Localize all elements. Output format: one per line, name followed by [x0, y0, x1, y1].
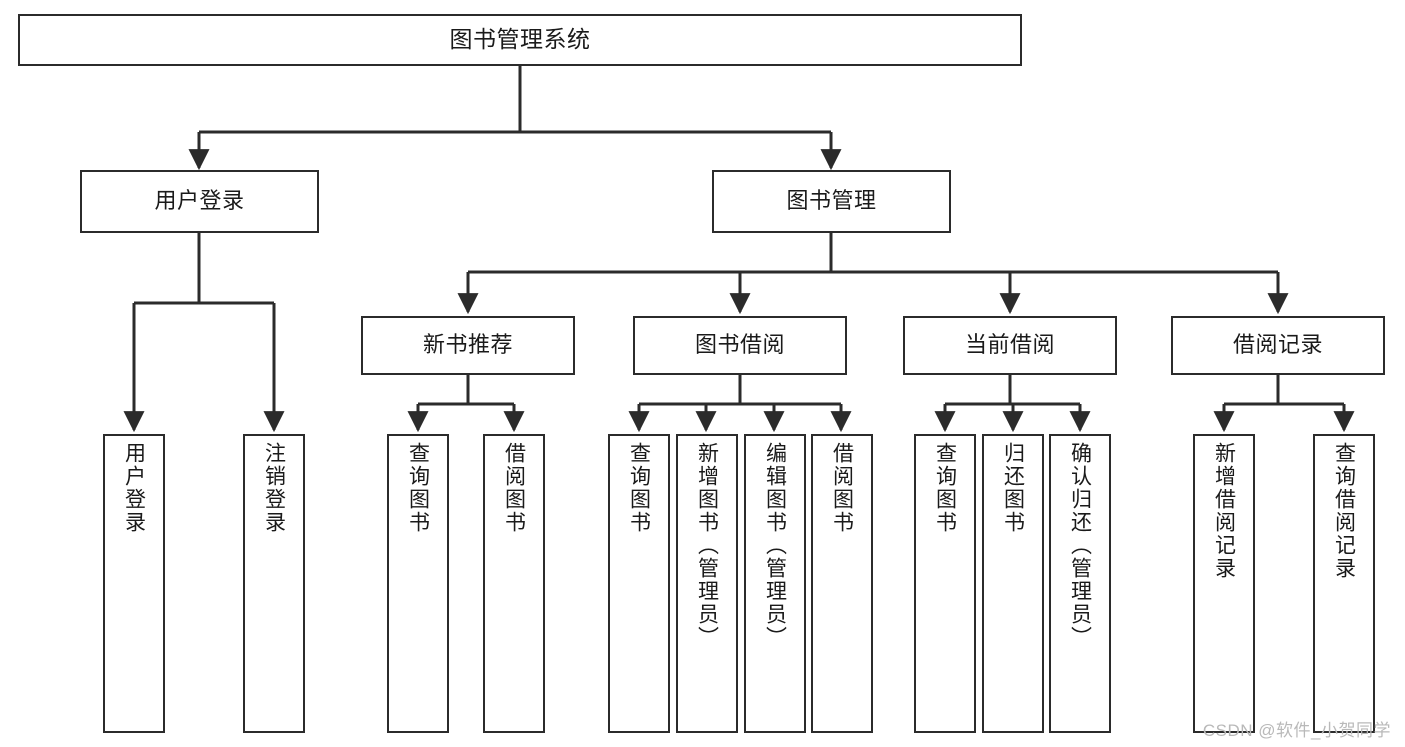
- node-label: 新书推荐: [422, 332, 513, 358]
- leaf-borrow-book[interactable]: 借阅图书: [811, 434, 873, 733]
- node-label: 编辑图书（管理员）: [763, 442, 787, 649]
- node-label: 新增图书（管理员）: [695, 442, 719, 649]
- node-label: 借阅图书: [502, 442, 526, 534]
- csdn-watermark: CSDN @软件_小贺同学: [1202, 721, 1391, 740]
- leaf-borrow-book-recommend[interactable]: 借阅图书: [483, 434, 545, 733]
- node-root-book-management-system[interactable]: 图书管理系统: [18, 14, 1022, 66]
- node-label: 图书借阅: [694, 332, 785, 358]
- leaf-logout[interactable]: 注销登录: [243, 434, 305, 733]
- leaf-return-book[interactable]: 归还图书: [982, 434, 1044, 733]
- node-label: 查询图书: [933, 442, 957, 534]
- leaf-edit-book-admin[interactable]: 编辑图书（管理员）: [744, 434, 806, 733]
- node-book-management[interactable]: 图书管理: [712, 170, 951, 233]
- node-label: 用户登录: [122, 442, 146, 534]
- node-new-book-recommend[interactable]: 新书推荐: [361, 316, 575, 375]
- node-label: 查询图书: [627, 442, 651, 534]
- leaf-query-borrow-record[interactable]: 查询借阅记录: [1313, 434, 1375, 733]
- node-label: 归还图书: [1001, 442, 1025, 534]
- leaf-query-book-recommend[interactable]: 查询图书: [387, 434, 449, 733]
- node-label: 图书管理系统: [449, 26, 591, 53]
- leaf-add-borrow-record[interactable]: 新增借阅记录: [1193, 434, 1255, 733]
- leaf-add-book-admin[interactable]: 新增图书（管理员）: [676, 434, 738, 733]
- leaf-user-login[interactable]: 用户登录: [103, 434, 165, 733]
- node-label: 当前借阅: [964, 332, 1055, 358]
- node-label: 借阅图书: [830, 442, 854, 534]
- node-current-borrow[interactable]: 当前借阅: [903, 316, 1117, 375]
- node-label: 确认归还（管理员）: [1068, 442, 1092, 649]
- node-label: 注销登录: [262, 442, 286, 534]
- node-label: 用户登录: [154, 188, 245, 214]
- node-label: 借阅记录: [1232, 332, 1323, 358]
- leaf-query-book-current[interactable]: 查询图书: [914, 434, 976, 733]
- node-book-borrow[interactable]: 图书借阅: [633, 316, 847, 375]
- node-borrow-record[interactable]: 借阅记录: [1171, 316, 1385, 375]
- node-label: 图书管理: [786, 188, 877, 214]
- node-user-login[interactable]: 用户登录: [80, 170, 319, 233]
- leaf-confirm-return-admin[interactable]: 确认归还（管理员）: [1049, 434, 1111, 733]
- node-label: 查询图书: [406, 442, 430, 534]
- leaf-query-book-borrow[interactable]: 查询图书: [608, 434, 670, 733]
- node-label: 新增借阅记录: [1212, 442, 1236, 580]
- node-label: 查询借阅记录: [1332, 442, 1356, 580]
